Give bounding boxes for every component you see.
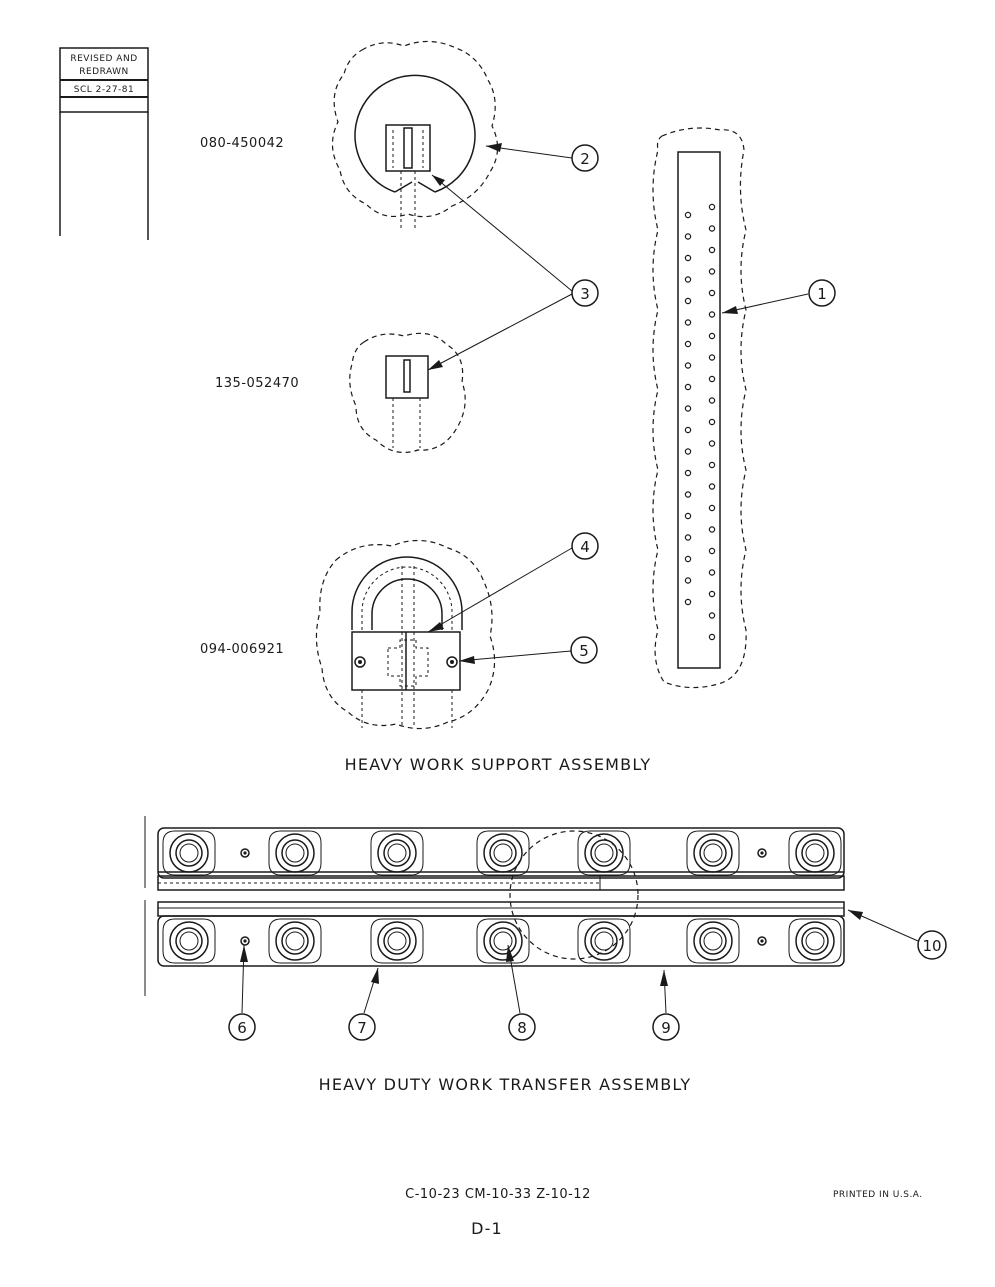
bar-hole (684, 233, 692, 240)
bar-hole (708, 289, 716, 297)
support-bar-drawing (652, 127, 747, 689)
svg-text:10: 10 (922, 937, 941, 955)
bar-hole (708, 590, 716, 598)
part-094-006921-drawing: 094-006921 (200, 539, 496, 730)
bar-hole (684, 319, 692, 326)
svg-text:1: 1 (817, 285, 827, 303)
printed-in-usa: PRINTED IN U.S.A. (833, 1190, 923, 1200)
transfer-assembly-drawing (144, 816, 845, 996)
revision-line-2: REDRAWN (79, 67, 129, 77)
bar-hole (684, 362, 692, 369)
svg-text:6: 6 (237, 1019, 247, 1037)
leader-lines (240, 143, 919, 1014)
svg-text:8: 8 (517, 1019, 527, 1037)
callout-balloons: 2 3 1 4 5 10 6 7 (228, 144, 947, 1041)
bar-hole (684, 405, 692, 412)
bar-hole (708, 504, 716, 512)
part-135-052470-drawing: 135-052470 (215, 332, 466, 453)
callout-8: 8 (508, 1013, 536, 1041)
bar-hole (708, 225, 716, 232)
bar-holes (684, 203, 716, 641)
callout-6: 6 (228, 1013, 256, 1041)
svg-text:3: 3 (580, 285, 590, 303)
support-assembly-title: HEAVY WORK SUPPORT ASSEMBLY (345, 755, 652, 774)
bar-hole (684, 254, 692, 262)
bar-hole (708, 397, 716, 404)
callout-4: 4 (571, 532, 599, 560)
bar-hole (708, 332, 716, 340)
svg-text:9: 9 (661, 1019, 671, 1037)
page-number: D-1 (471, 1219, 503, 1238)
bar-hole (708, 354, 716, 361)
part-number-094-006921: 094-006921 (200, 642, 284, 657)
part-number-135-052470: 135-052470 (215, 376, 299, 391)
roller (577, 830, 631, 876)
bar-hole (684, 598, 692, 606)
bar-hole (684, 383, 692, 391)
bar-hole (684, 469, 692, 477)
callout-1: 1 (808, 279, 836, 307)
bar-hole (708, 569, 716, 576)
part-number-080-450042: 080-450042 (200, 136, 284, 151)
bar-hole (708, 440, 716, 447)
roller (370, 830, 424, 876)
roller (686, 830, 740, 876)
callout-10: 10 (917, 930, 947, 960)
bar-hole (684, 426, 692, 434)
callout-2: 2 (571, 144, 599, 172)
roller (268, 918, 322, 964)
roller (788, 830, 842, 876)
transfer-rollers (162, 830, 842, 964)
roller (162, 918, 216, 964)
roller (476, 830, 530, 876)
bar-hole (708, 203, 716, 211)
svg-text:5: 5 (579, 642, 589, 660)
revision-box: REVISED AND REDRAWN SCL 2-27-81 (59, 47, 149, 240)
bar-hole (684, 211, 692, 219)
svg-text:4: 4 (580, 538, 590, 556)
bar-hole (708, 268, 716, 275)
svg-text:2: 2 (580, 150, 590, 168)
bar-hole (708, 311, 716, 318)
svg-text:7: 7 (357, 1019, 367, 1037)
bar-hole (684, 491, 692, 498)
bar-hole (684, 577, 692, 584)
bar-hole (708, 418, 716, 426)
roller (577, 918, 631, 964)
callout-9: 9 (652, 1013, 680, 1041)
bar-hole (708, 375, 716, 383)
roller (476, 918, 530, 964)
revision-line-3: SCL 2-27-81 (74, 85, 135, 95)
bar-hole (708, 461, 716, 469)
bar-hole (708, 246, 716, 254)
bar-hole (708, 526, 716, 533)
roller (686, 918, 740, 964)
bar-hole (684, 276, 692, 283)
bar-hole (708, 483, 716, 490)
part-080-450042-drawing: 080-450042 (200, 40, 499, 228)
bar-hole (684, 340, 692, 348)
roller (268, 830, 322, 876)
roller (370, 918, 424, 964)
footer-codes: C-10-23 CM-10-33 Z-10-12 (405, 1187, 591, 1202)
transfer-assembly-title: HEAVY DUTY WORK TRANSFER ASSEMBLY (319, 1075, 692, 1094)
callout-5: 5 (570, 636, 598, 664)
bar-hole (684, 448, 692, 455)
bar-hole (708, 547, 716, 555)
bar-hole (684, 555, 692, 563)
roller (788, 918, 842, 964)
revision-line-1: REVISED AND (70, 54, 137, 64)
bar-hole (708, 612, 716, 619)
bar-hole (684, 534, 692, 541)
callout-7: 7 (348, 1013, 376, 1041)
roller (162, 830, 216, 876)
bar-hole (708, 633, 716, 641)
bar-hole (684, 297, 692, 305)
bar-hole (684, 512, 692, 520)
callout-3: 3 (571, 279, 599, 307)
